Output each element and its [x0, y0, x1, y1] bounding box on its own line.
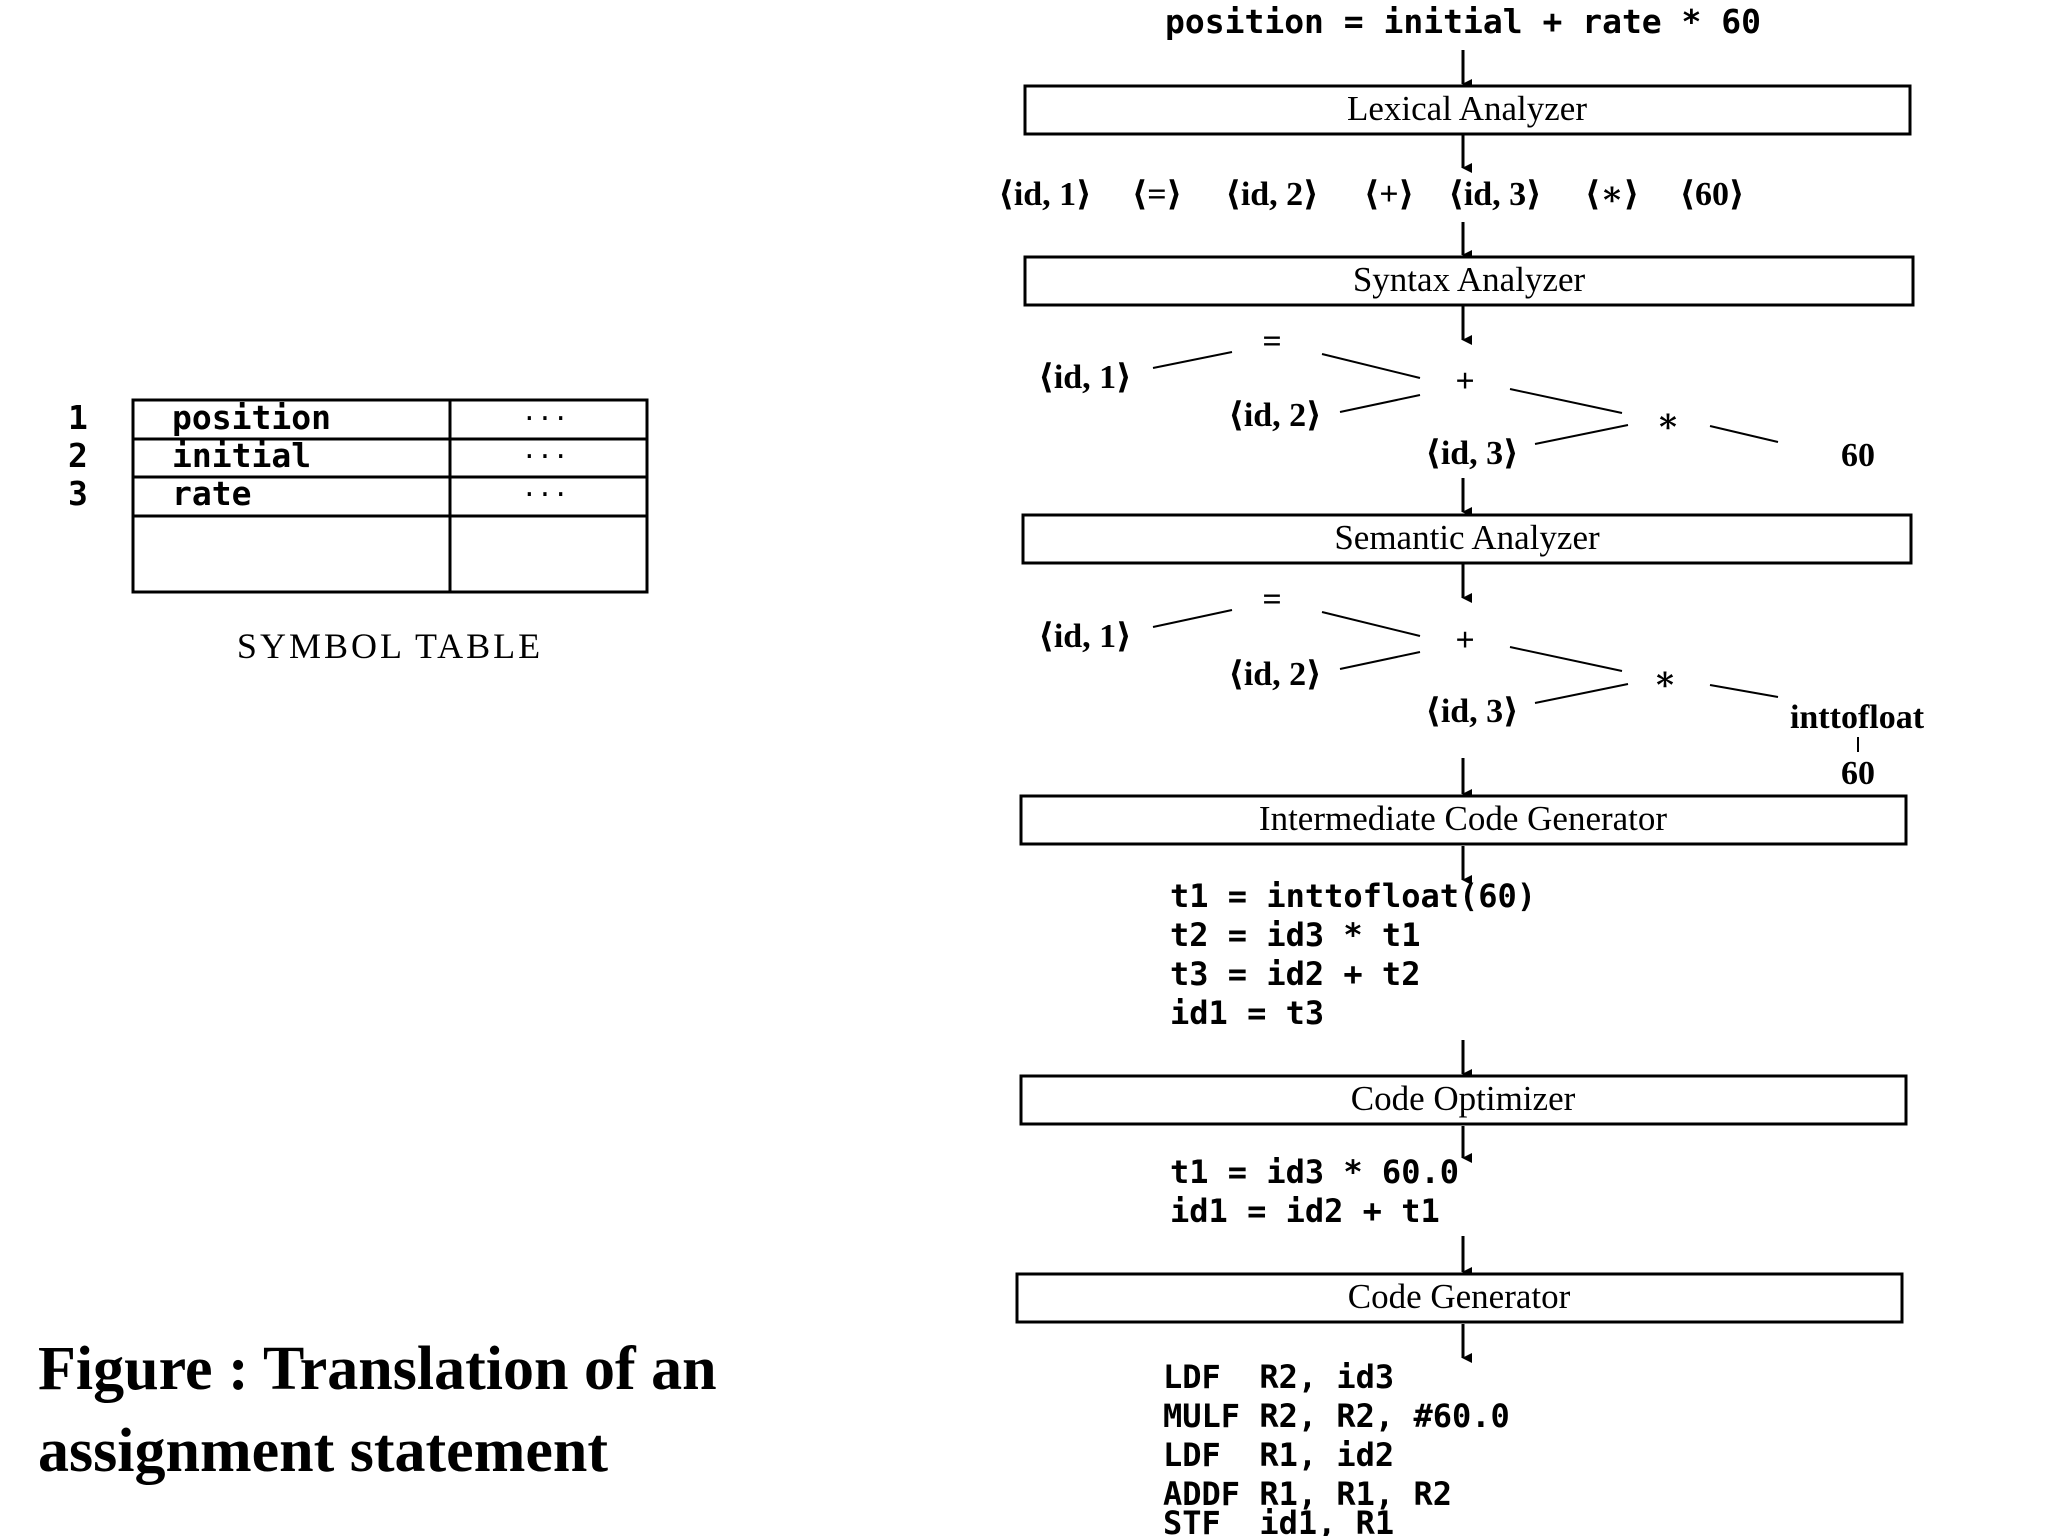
caption-line-1: Figure : Translation of an	[38, 1335, 717, 1403]
token: ⟨60⟩	[1679, 176, 1744, 213]
tree-node-id2: ⟨id, 2⟩	[1228, 397, 1321, 434]
phase-semantic: Semantic Analyzer	[1021, 513, 1913, 565]
phase-syntax-label: Syntax Analyzer	[1353, 260, 1586, 299]
tree-node-times: ∗	[1656, 403, 1680, 440]
caption-line-2: assignment statement	[38, 1417, 608, 1485]
tree-node-id1: ⟨id, 1⟩	[1038, 618, 1131, 655]
phase-intermediate-code-generator: Intermediate Code Generator	[1019, 794, 1908, 846]
symbol-name: initial	[172, 436, 311, 475]
token: ⟨=⟩	[1132, 176, 1182, 213]
syntax-tree: = ⟨id, 1⟩ + ⟨id, 2⟩ ∗ ⟨id, 3⟩ 60	[1038, 323, 1875, 474]
figure-caption: Figure : Translation of an assignment st…	[38, 1328, 717, 1492]
symbol-attrs: ···	[522, 404, 569, 434]
tree-node-inttofloat: inttofloat	[1790, 699, 1925, 736]
tree-node-assign: =	[1262, 323, 1281, 360]
code-line: LDF R2, id3	[1163, 1358, 1394, 1396]
tree-node-id2: ⟨id, 2⟩	[1228, 656, 1321, 693]
phase-optimizer-label: Code Optimizer	[1351, 1079, 1576, 1118]
phase-code-generator: Code Generator	[1015, 1272, 1904, 1324]
code-line: STF id1, R1	[1163, 1504, 1394, 1536]
code-line: t2 = id3 * t1	[1170, 916, 1420, 954]
tree-node-id3: ⟨id, 3⟩	[1425, 435, 1518, 472]
symbol-name: rate	[172, 474, 251, 513]
code-line: LDF R1, id2	[1163, 1436, 1394, 1474]
phase-semantic-label: Semantic Analyzer	[1334, 518, 1600, 557]
phase-code-optimizer: Code Optimizer	[1019, 1074, 1908, 1126]
token: ⟨id, 3⟩	[1448, 176, 1541, 213]
tree-node-id3: ⟨id, 3⟩	[1425, 693, 1518, 730]
code-line: ADDF R1, R1, R2	[1163, 1475, 1452, 1513]
symbol-table: 1 2 3 position initial rate ··· ··· ··· …	[68, 398, 649, 666]
optimized-code: t1 = id3 * 60.0 id1 = id2 + t1	[1170, 1153, 1459, 1230]
tree-node-id1: ⟨id, 1⟩	[1038, 359, 1131, 396]
symbol-name: position	[172, 398, 331, 437]
intermediate-code: t1 = inttofloat(60) t2 = id3 * t1 t3 = i…	[1170, 877, 1536, 1032]
tree-node-plus: +	[1455, 622, 1474, 659]
tree-node-60: 60	[1841, 755, 1875, 792]
phase-icg-label: Intermediate Code Generator	[1259, 799, 1667, 838]
code-line: MULF R2, R2, #60.0	[1163, 1397, 1510, 1435]
symbol-index: 2	[68, 436, 88, 475]
phase-syntax: Syntax Analyzer	[1023, 255, 1915, 307]
phase-lexical: Lexical Analyzer	[1023, 84, 1912, 136]
tree-node-60: 60	[1841, 437, 1875, 474]
target-code: LDF R2, id3 MULF R2, R2, #60.0 LDF R1, i…	[1163, 1358, 1510, 1536]
tree-node-plus: +	[1455, 363, 1474, 400]
symbol-attrs: ···	[522, 480, 569, 510]
token: ⟨id, 2⟩	[1225, 176, 1318, 213]
token: ⟨id, 1⟩	[998, 176, 1091, 213]
symbol-attrs: ···	[522, 442, 569, 472]
token: ⟨+⟩	[1364, 176, 1414, 213]
tree-node-times: ∗	[1653, 661, 1677, 698]
input-statement: position = initial + rate * 60	[1165, 2, 1761, 41]
phase-generator-label: Code Generator	[1348, 1277, 1571, 1316]
semantic-tree: = ⟨id, 1⟩ + ⟨id, 2⟩ ∗ ⟨id, 3⟩ inttofloat…	[1038, 581, 1924, 792]
tree-node-assign: =	[1262, 581, 1281, 618]
symbol-index: 1	[68, 398, 88, 437]
symbol-index: 3	[68, 474, 88, 513]
code-line: t1 = id3 * 60.0	[1170, 1153, 1459, 1191]
symbol-table-label: SYMBOL TABLE	[237, 626, 543, 666]
code-line: id1 = id2 + t1	[1170, 1192, 1440, 1230]
phase-lexical-label: Lexical Analyzer	[1347, 89, 1587, 128]
code-line: t3 = id2 + t2	[1170, 955, 1420, 993]
code-line: id1 = t3	[1170, 994, 1324, 1032]
code-line: t1 = inttofloat(60)	[1170, 877, 1536, 915]
token-stream: ⟨id, 1⟩ ⟨=⟩ ⟨id, 2⟩ ⟨+⟩ ⟨id, 3⟩ ⟨∗⟩ ⟨60⟩	[998, 176, 1744, 213]
token: ⟨∗⟩	[1585, 176, 1640, 213]
